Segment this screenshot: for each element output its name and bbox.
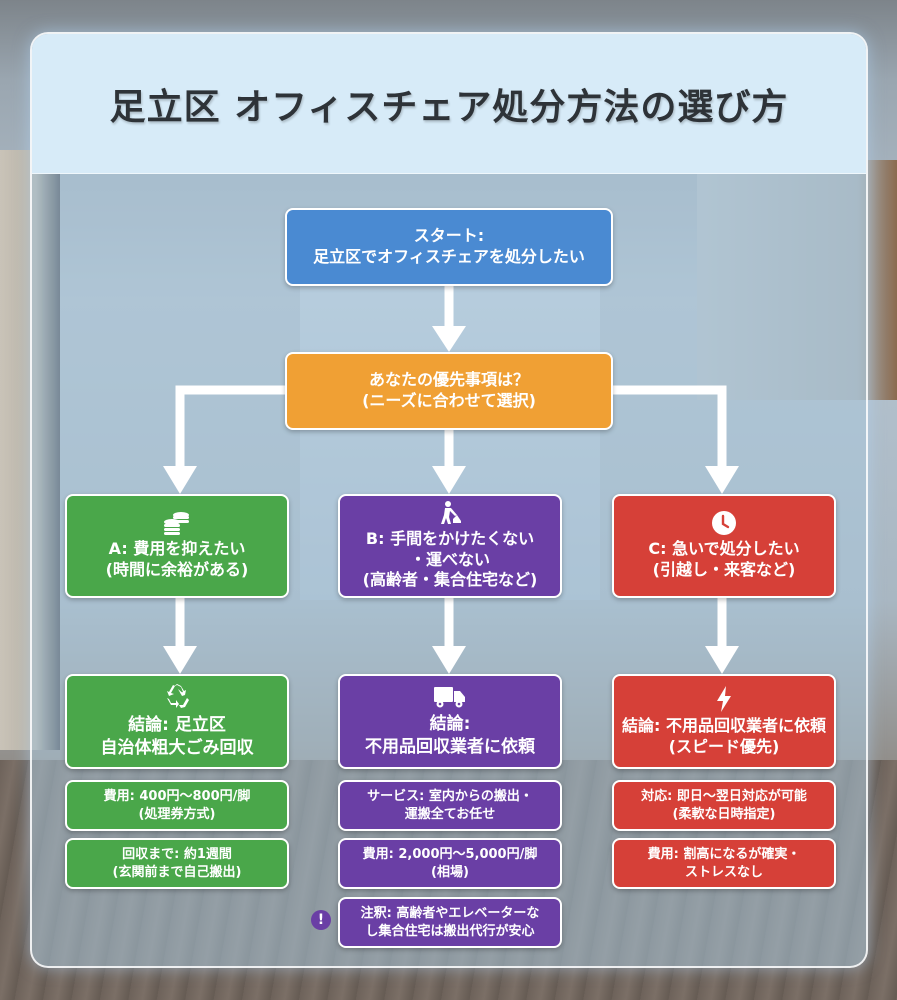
option-b-line-1: B: 手間をかけたくない: [365, 528, 535, 548]
card-header: 足立区 オフィスチェア処分方法の選び方: [32, 34, 866, 174]
detail-b-cost-line-2: (相場): [431, 864, 469, 880]
detail-a-cost-line-2: (処理券方式): [138, 806, 216, 822]
page-title: 足立区 オフィスチェア処分方法の選び方: [109, 86, 789, 128]
result-c-node: 結論: 不用品回収業者に依頼 (スピード優先): [612, 674, 836, 769]
option-b-line-2: ・運べない: [409, 549, 490, 569]
detail-a-cost-line-1: 費用: 400円〜800円/脚: [103, 788, 251, 804]
detail-b-cost: 費用: 2,000円〜5,000円/脚 (相場): [338, 838, 562, 889]
result-b-line-2: 不用品回収業者に依頼: [365, 736, 535, 757]
detail-a-time: 回収まで: 約1週間 (玄関前まで自己搬出): [65, 838, 289, 889]
priority-node: あなたの優先事項は？ (ニーズに合わせて選択): [285, 352, 613, 430]
option-a-node: A: 費用を抑えたい (時間に余裕がある): [65, 494, 289, 598]
detail-b-service-line-2: 運搬全てお任せ: [404, 806, 496, 822]
result-c-line-1: 結論: 不用品回収業者に依頼: [622, 715, 826, 735]
truck-icon: [434, 687, 465, 708]
coins-icon: [164, 512, 189, 536]
start-line-2: 足立区でオフィスチェアを処分したい: [313, 247, 585, 266]
result-a-line-2: 自治体粗大ごみ回収: [100, 737, 254, 758]
detail-a-time-line-1: 回収まで: 約1週間: [122, 846, 232, 862]
option-c-line-1: C: 急いで処分したい: [648, 539, 800, 559]
detail-c-cost-line-1: 費用: 割高になるが確実・: [647, 846, 801, 862]
detail-c-response-line-2: (柔軟な日時指定): [672, 806, 776, 822]
worker-icon: [441, 500, 461, 524]
clock-icon: [712, 511, 736, 536]
detail-b-service-line-1: サービス: 室内からの搬出・: [367, 788, 533, 804]
exclamation-icon: !: [311, 910, 331, 930]
start-node: スタート: 足立区でオフィスチェアを処分したい: [285, 208, 613, 286]
option-a-line-1: A: 費用を抑えたい: [108, 539, 246, 559]
detail-b-note: 注釈: 高齢者やエレベーターな し集合住宅は搬出代行が安心: [338, 897, 562, 948]
detail-a-cost: 費用: 400円〜800円/脚 (処理券方式): [65, 780, 289, 831]
priority-line-2: (ニーズに合わせて選択): [362, 391, 536, 410]
detail-a-time-line-2: (玄関前まで自己搬出): [112, 864, 242, 880]
result-b-line-1: 結論:: [429, 714, 471, 735]
detail-c-cost: 費用: 割高になるが確実・ ストレスなし: [612, 838, 836, 889]
recycle-icon: [167, 684, 189, 709]
option-b-node: B: 手間をかけたくない ・運べない (高齢者・集合住宅など): [338, 494, 562, 598]
option-c-line-2: (引越し・来客など): [652, 560, 796, 579]
detail-b-service: サービス: 室内からの搬出・ 運搬全てお任せ: [338, 780, 562, 831]
start-line-1: スタート:: [413, 226, 485, 246]
detail-b-note-line-1: 注釈: 高齢者やエレベーターな: [360, 905, 540, 921]
detail-c-response: 対応: 即日〜翌日対応が可能 (柔軟な日時指定): [612, 780, 836, 831]
detail-c-response-line-1: 対応: 即日〜翌日対応が可能: [641, 788, 807, 804]
detail-c-cost-line-2: ストレスなし: [684, 864, 763, 880]
result-c-line-2: (スピード優先): [668, 736, 780, 756]
option-a-line-2: (時間に余裕がある): [105, 560, 249, 579]
result-a-node: 結論: 足立区 自治体粗大ごみ回収: [65, 674, 289, 769]
option-b-line-3: (高齢者・集合住宅など): [362, 570, 538, 590]
detail-b-cost-line-1: 費用: 2,000円〜5,000円/脚: [362, 846, 538, 862]
detail-b-note-line-2: し集合住宅は搬出代行が安心: [365, 923, 535, 939]
priority-line-1: あなたの優先事項は？: [368, 370, 529, 390]
result-a-line-1: 結論: 足立区: [128, 715, 226, 736]
result-b-node: 結論: 不用品回収業者に依頼: [338, 674, 562, 769]
option-c-node: C: 急いで処分したい (引越し・来客など): [612, 494, 836, 598]
lightning-icon: [717, 685, 731, 712]
